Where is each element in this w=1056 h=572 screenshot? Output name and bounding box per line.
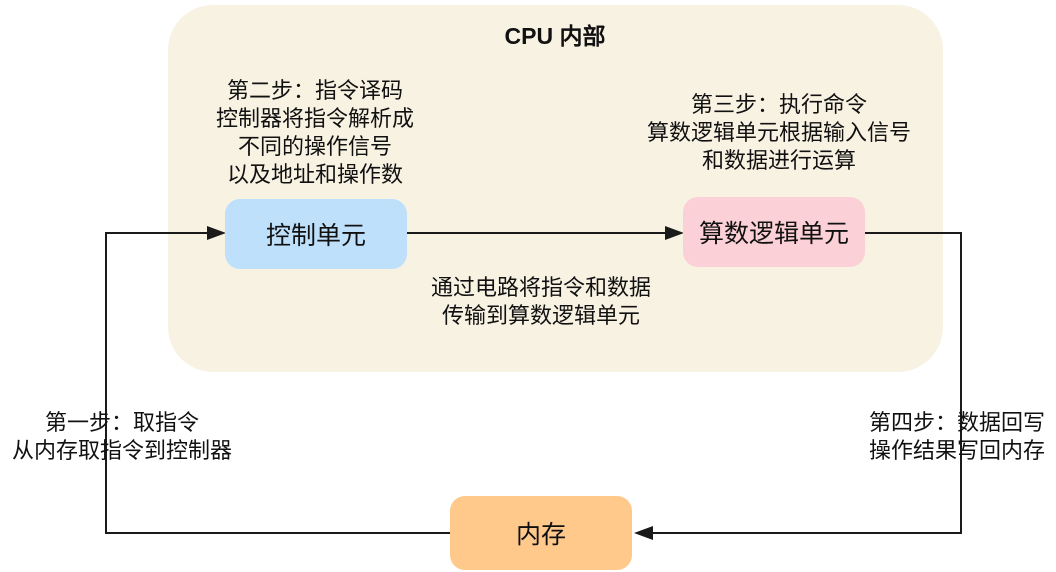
node-control-unit-label: 控制单元	[265, 222, 366, 250]
annotation-step1-fetch: 第一步：取指令 从内存取指令到控制器	[12, 409, 232, 465]
annotation-step2-decode: 第二步：指令译码 控制器将指令解析成 不同的操作信号 以及地址和操作数	[216, 77, 414, 189]
node-control-unit: 控制单元	[225, 199, 407, 269]
annotation-line: 以及地址和操作数	[226, 162, 404, 187]
diagram-title: CPU 内部	[504, 23, 606, 49]
annotation-line: 第四步：数据回写	[868, 410, 1046, 435]
annotation-line: 第二步：指令译码	[226, 78, 404, 103]
annotation-line: 和数据进行运算	[701, 148, 857, 173]
annotation-line: 操作结果写回内存	[868, 438, 1046, 463]
node-alu-label: 算数逻辑单元	[698, 220, 849, 248]
annotation-step3-execute: 第三步：执行命令 算数逻辑单元根据输入信号 和数据进行运算	[647, 91, 911, 175]
node-alu: 算数逻辑单元	[683, 197, 865, 267]
annotation-bus-transfer: 通过电路将指令和数据 传输到算数逻辑单元	[431, 274, 651, 330]
annotation-line: 传输到算数逻辑单元	[441, 303, 641, 328]
annotation-line: 控制器将指令解析成	[215, 106, 415, 131]
arrowhead-into-memory	[634, 526, 653, 540]
annotation-line: 算数逻辑单元根据输入信号	[646, 120, 912, 145]
annotation-line: 不同的操作信号	[237, 134, 393, 159]
annotation-line: 从内存取指令到控制器	[11, 438, 233, 463]
annotation-line: 通过电路将指令和数据	[430, 275, 652, 300]
annotation-line: 第三步：执行命令	[690, 92, 868, 117]
annotation-step4-writeback: 第四步：数据回写 操作结果写回内存	[869, 409, 1045, 465]
node-memory-label: 内存	[515, 521, 566, 549]
node-memory: 内存	[450, 496, 632, 570]
annotation-line: 第一步：取指令	[44, 410, 200, 435]
